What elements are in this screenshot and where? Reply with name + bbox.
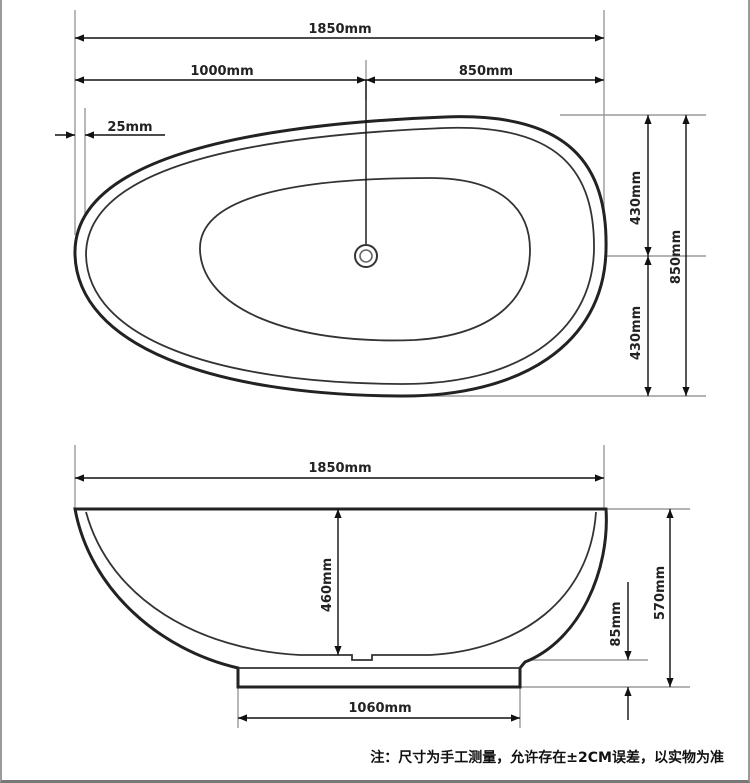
tub-basin: [199, 177, 531, 342]
side-view: 1850mm 460mm 570mm 85mm 1060mm: [73, 445, 690, 728]
tub-outer-rim: [73, 115, 608, 398]
dim-drain-to-right: 850mm: [459, 64, 513, 79]
dim-total-height: 570mm: [653, 566, 668, 620]
top-view: 1850mm 1000mm 850mm 25mm 430mm 430mm 850…: [55, 10, 706, 398]
dim-left-to-drain: 1000mm: [190, 64, 253, 79]
dim-half-width-upper: 430mm: [629, 171, 644, 225]
dim-inner-depth: 460mm: [320, 558, 335, 612]
tub-inner-rim: [85, 126, 595, 385]
drain-inner-icon: [359, 249, 373, 263]
dim-base-height: 85mm: [609, 601, 624, 646]
tub-side-inner: [85, 511, 597, 661]
dim-half-width-lower: 430mm: [629, 306, 644, 360]
tub-side-outer: [73, 507, 608, 689]
dim-side-total-length: 1850mm: [308, 461, 371, 476]
dim-total-width: 850mm: [669, 230, 684, 284]
dim-base-length: 1060mm: [348, 701, 411, 716]
dim-wall-thickness: 25mm: [107, 120, 152, 135]
dim-total-length: 1850mm: [308, 22, 371, 37]
measurement-note: 注：尺寸为手工测量，允许存在±2CM误差，以实物为准: [370, 749, 724, 766]
